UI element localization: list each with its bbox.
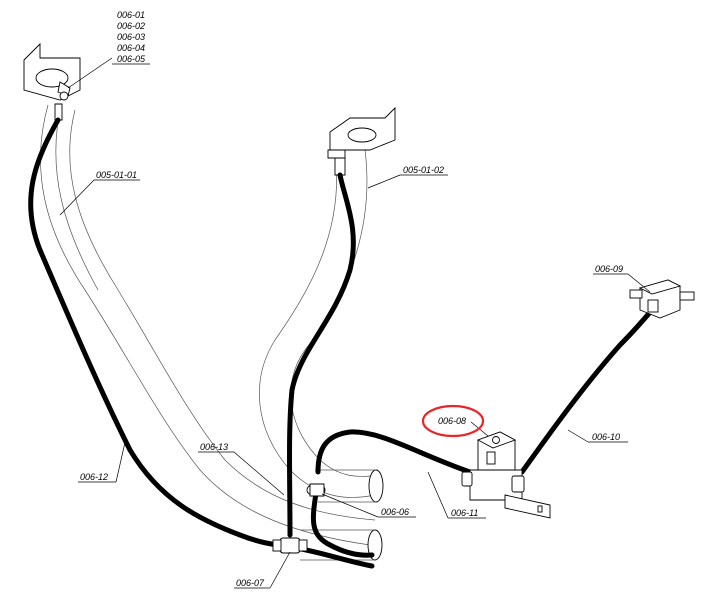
label-006-12: 006-12 [80, 472, 108, 482]
hose-006-13 [287, 172, 356, 538]
hose-006-12 [28, 117, 293, 549]
bracket-top-middle [327, 106, 396, 176]
duct-end-upper [368, 469, 384, 503]
clip-006-06 [306, 483, 326, 497]
highlight-ring [421, 404, 485, 438]
bracket-top-left [23, 42, 81, 121]
label-006-07: 006-07 [236, 578, 265, 588]
t-connector-006-07 [272, 537, 308, 554]
leader-lines [59, 57, 651, 589]
label-006-11: 006-11 [451, 508, 478, 518]
label-006-13: 006-13 [200, 442, 228, 452]
label-006-06: 006-06 [381, 507, 409, 517]
hose-006-11 [310, 429, 473, 558]
label-006-08: 006-08 [438, 416, 466, 426]
label-006-02: 006-02 [117, 21, 145, 31]
label-006-04: 006-04 [117, 43, 145, 53]
label-006-01: 006-01 [117, 10, 145, 20]
label-006-03: 006-03 [117, 32, 145, 42]
label-005-01-02: 005-01-02 [403, 165, 444, 175]
valve-006-08 [461, 431, 551, 519]
nozzle-006-09 [629, 279, 695, 319]
hose-006-10 [519, 307, 655, 475]
label-006-09: 006-09 [595, 264, 623, 274]
duct-005-01-01 [40, 104, 376, 546]
label-005-01-01: 005-01-01 [96, 170, 137, 180]
label-006-05: 006-05 [117, 54, 146, 64]
duct-005-01-02 [259, 149, 379, 498]
label-006-10: 006-10 [592, 432, 620, 442]
